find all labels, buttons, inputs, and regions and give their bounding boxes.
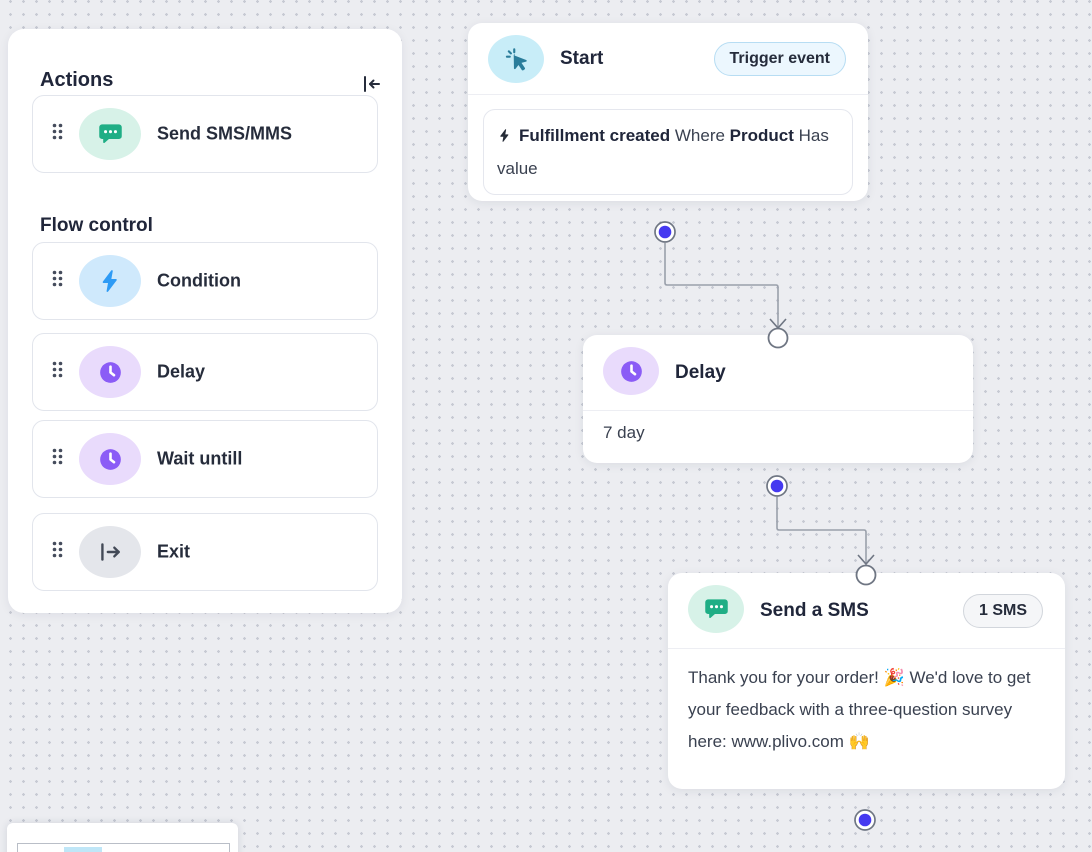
sms-count-badge: 1 SMS xyxy=(962,593,1043,628)
palette-item-send-sms[interactable]: Send SMS/MMS xyxy=(32,95,378,173)
collapse-panel-icon[interactable] xyxy=(360,73,382,95)
minimap-frame xyxy=(17,843,230,852)
palette-item-delay[interactable]: Delay xyxy=(32,333,378,411)
arrowhead-icon xyxy=(857,554,875,566)
edge-delay-to-sms xyxy=(776,497,867,563)
drag-handle-icon[interactable] xyxy=(51,122,64,146)
clock-icon xyxy=(603,347,659,395)
node-delay[interactable]: Delay 7 day xyxy=(583,335,973,463)
arrowhead-icon xyxy=(769,318,787,330)
bolt-icon xyxy=(500,129,509,142)
delay-value: 7 day xyxy=(603,423,645,442)
node-send-sms-header: Send a SMS 1 SMS xyxy=(668,573,1065,649)
drag-handle-icon[interactable] xyxy=(51,269,64,293)
minimap-viewport[interactable] xyxy=(64,847,102,852)
trigger-condition-card[interactable]: Fulfillment created Where Product Has va… xyxy=(483,109,853,195)
drag-handle-icon[interactable] xyxy=(51,447,64,471)
panel-title: Actions xyxy=(40,69,114,91)
sms-message-text: Thank you for your order! 🎉 We'd love to… xyxy=(688,668,1031,751)
edge-start-to-delay xyxy=(664,243,779,327)
palette-item-label: Delay xyxy=(157,361,206,382)
sms-chat-icon xyxy=(79,108,141,160)
node-start[interactable]: Start Trigger event Fulfillment created … xyxy=(468,23,868,201)
node-title: Send a SMS xyxy=(760,599,869,621)
sms-chat-icon xyxy=(688,585,744,633)
trigger-where-label: Where xyxy=(670,126,730,145)
clock-icon xyxy=(79,346,141,398)
drag-handle-icon[interactable] xyxy=(51,360,64,384)
node-title: Delay xyxy=(675,361,726,383)
node-title: Start xyxy=(560,47,604,69)
minimap[interactable] xyxy=(7,823,238,852)
port-start-output[interactable] xyxy=(654,221,676,243)
palette-item-label: Exit xyxy=(157,541,191,562)
palette-item-condition[interactable]: Condition xyxy=(32,242,378,320)
trigger-field: Product xyxy=(729,126,794,145)
node-delay-header: Delay xyxy=(583,335,973,411)
trigger-event-badge: Trigger event xyxy=(713,41,846,76)
port-sms-output[interactable] xyxy=(854,809,876,831)
clock-icon xyxy=(79,433,141,485)
port-delay-output[interactable] xyxy=(766,475,788,497)
node-send-sms[interactable]: Send a SMS 1 SMS Thank you for your orde… xyxy=(668,573,1065,789)
palette-item-wait-until[interactable]: Wait untill xyxy=(32,420,378,498)
exit-icon xyxy=(79,526,141,578)
trigger-event-name: Fulfillment created xyxy=(519,126,671,145)
palette-item-exit[interactable]: Exit xyxy=(32,513,378,591)
bolt-icon xyxy=(79,255,141,307)
flow-control-heading: Flow control xyxy=(40,215,153,236)
node-start-header: Start Trigger event xyxy=(468,23,868,95)
trigger-condition: Has value xyxy=(497,126,829,178)
drag-handle-icon[interactable] xyxy=(51,540,64,564)
palette-item-label: Condition xyxy=(157,270,241,291)
palette-item-label: Send SMS/MMS xyxy=(157,123,293,144)
cursor-click-icon xyxy=(488,35,544,83)
palette-item-label: Wait untill xyxy=(157,448,243,469)
actions-panel: Actions Send SMS/MMS xyxy=(8,29,402,613)
